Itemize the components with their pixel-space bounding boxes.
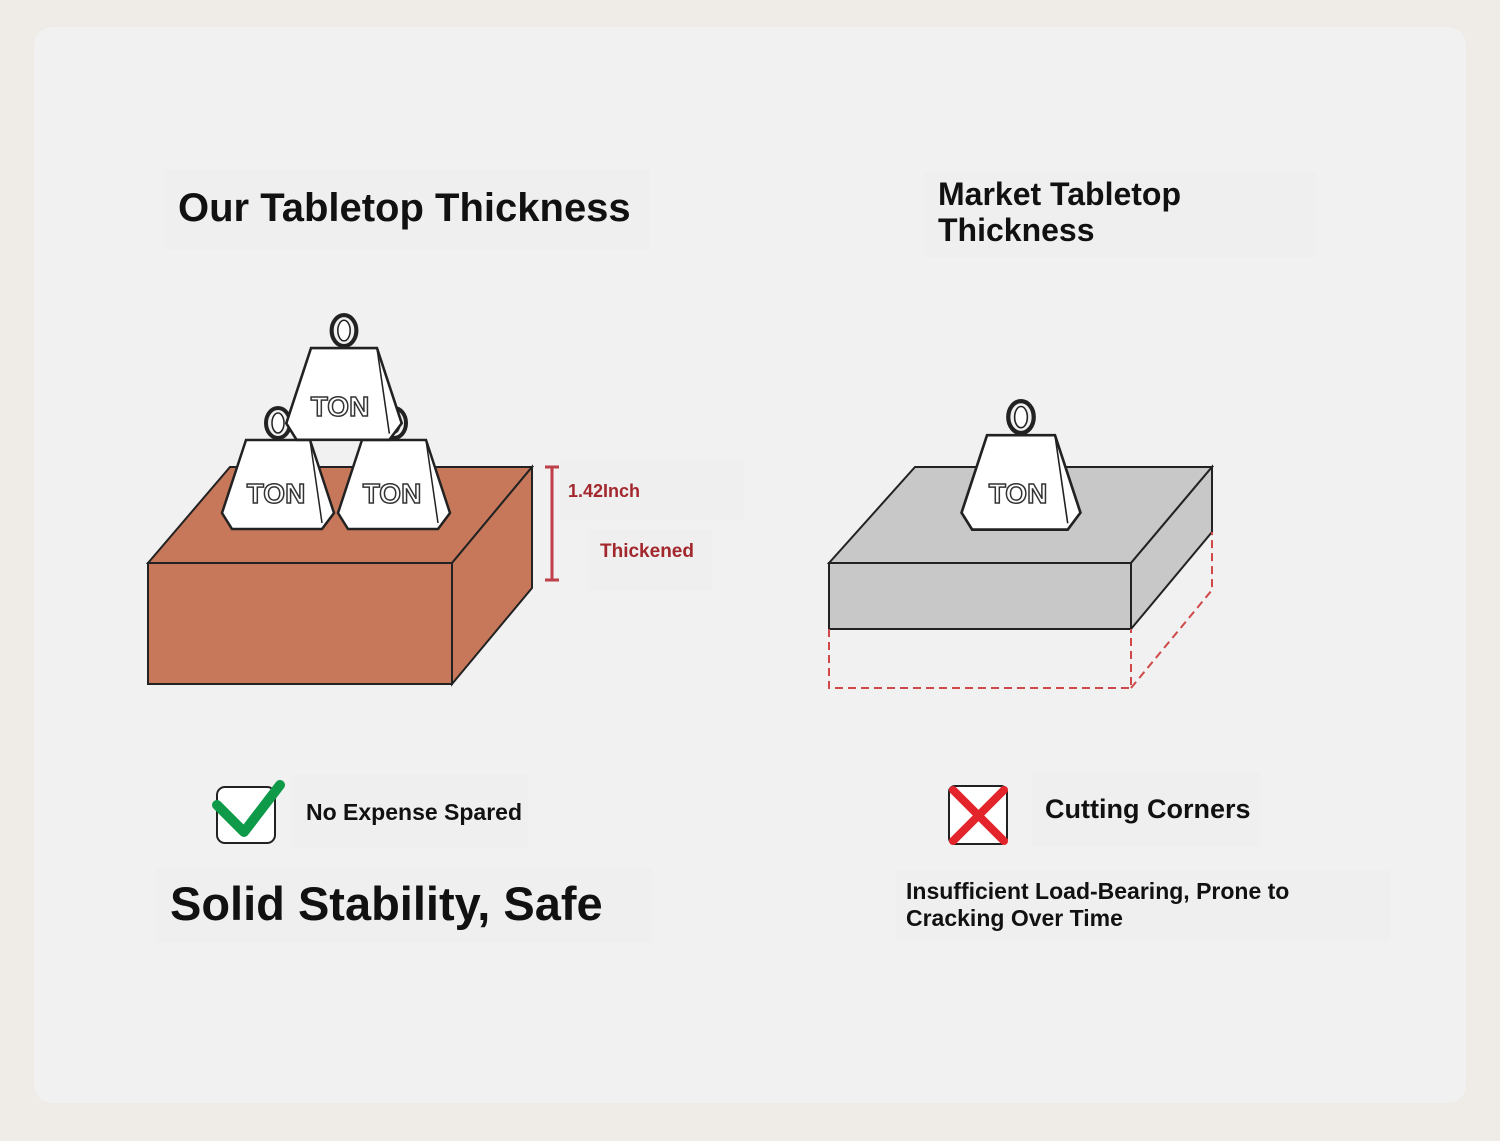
right-summary-line: Insufficient Load-Bearing, Prone to [906,878,1290,904]
right-title-line: Thickness [938,212,1095,248]
svg-text:TON: TON [363,478,422,509]
svg-text:TON: TON [247,478,306,509]
svg-text:TON: TON [311,391,370,422]
cross-icon [948,785,1008,845]
thickness-dimension-bar [545,465,559,582]
right-title-line: Market Tabletop [938,176,1181,212]
ton-weight-icon: TON [962,401,1081,529]
ton-weight-icon: TON [336,406,452,531]
missing-thickness-outline [828,532,1213,689]
ton-weight-icon: TON [220,406,336,531]
right-summary: Insufficient Load-Bearing, Prone to Crac… [896,870,1390,940]
thick-tabletop-block [145,464,535,687]
thickness-measure: 1.42Inch [560,460,744,520]
check-icon [212,780,285,844]
left-badge-label: No Expense Spared [292,774,528,848]
right-title: Market Tabletop Thickness [924,172,1316,258]
right-summary-line: Cracking Over Time [906,905,1123,931]
left-summary: Solid Stability, Safe [156,868,652,942]
thickened-note: Thickened [588,530,712,590]
svg-text:TON: TON [989,478,1048,509]
ton-weight-icon: TON [286,315,401,440]
left-title: Our Tabletop Thickness [164,170,650,250]
right-badge-label: Cutting Corners [1032,772,1260,846]
